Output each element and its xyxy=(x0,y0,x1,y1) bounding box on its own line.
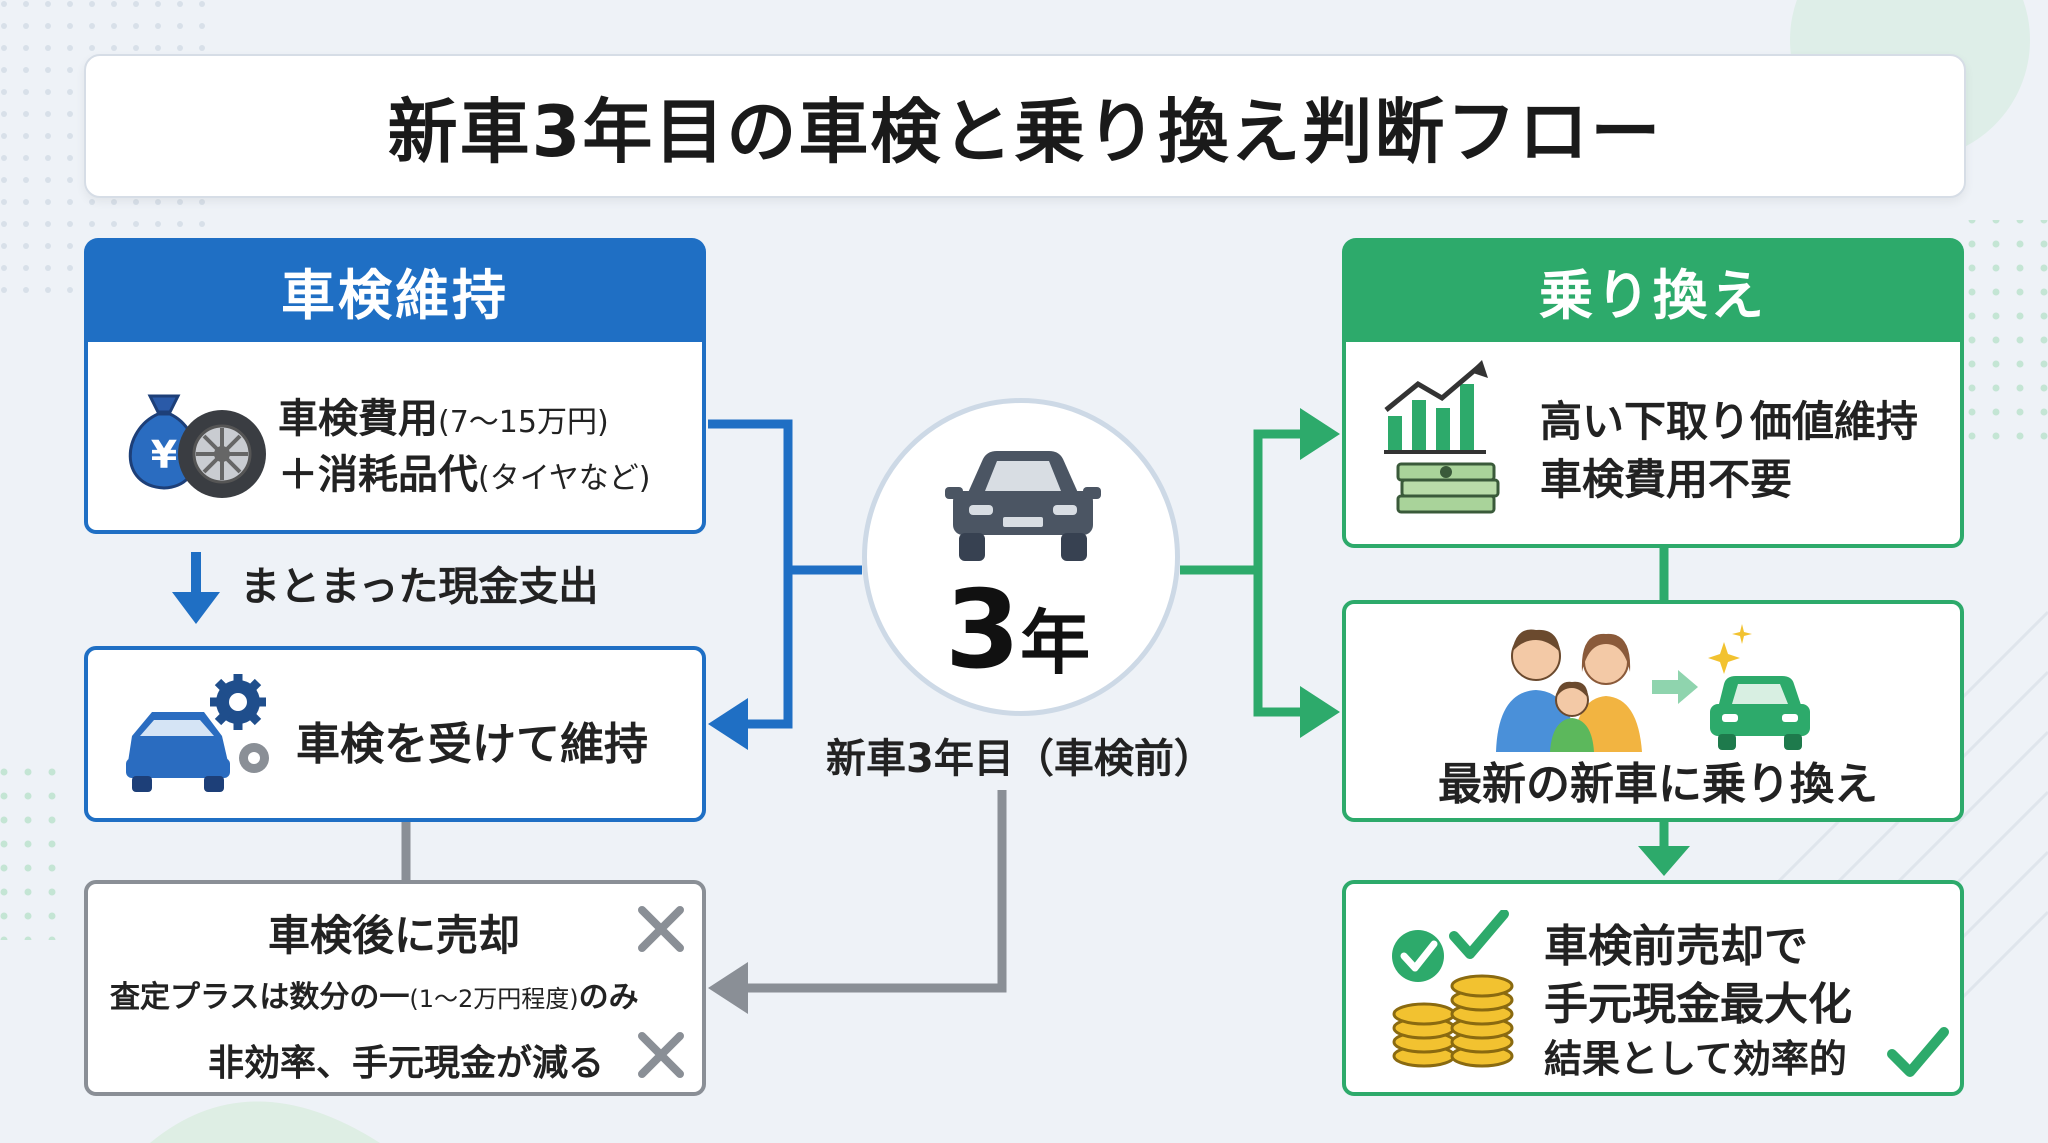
cash-outflow-label: まとまった現金支出 xyxy=(240,564,599,610)
connector-keep-arrow xyxy=(740,570,793,729)
switch-header: 乗り換え xyxy=(1342,238,1964,342)
car-gear-icon xyxy=(126,674,269,792)
cost-line1: 車検費用 xyxy=(278,396,438,442)
arrowhead-keep xyxy=(708,698,748,750)
after-sale-line2: 査定プラスは数分の一 xyxy=(110,980,410,1015)
after-sale-title: 車検後に売却 xyxy=(268,911,521,960)
trade-in-line1: 高い下取り価値維持 xyxy=(1540,397,1919,446)
center-caption: 新車3年目（車検前） xyxy=(826,736,1214,782)
switch-new-car-label: 最新の新車に乗り換え xyxy=(1438,759,1878,810)
keep-car-box: 車検を受けて維持 xyxy=(84,646,706,822)
result-line1: 車検前売却で xyxy=(1544,921,1808,972)
keep-car-label: 車検を受けて維持 xyxy=(296,719,648,770)
maximize-cash-box: 車検前売却で 手元現金最大化 結果として効率的 xyxy=(1342,880,1964,1096)
tire-icon xyxy=(178,410,266,498)
down-arrow-head xyxy=(172,592,220,624)
cross-icon xyxy=(638,1032,684,1078)
money-bag-yen-icon: ¥ xyxy=(128,394,198,490)
years-unit: 年 xyxy=(1020,602,1091,684)
connector-to-right xyxy=(1180,429,1300,575)
after-sale-line3: 非効率、手元現金が減る xyxy=(208,1043,605,1084)
title-box: 新車3年目の車検と乗り換え判断フロー xyxy=(84,54,1966,198)
arrowhead-right-switch xyxy=(1300,686,1340,738)
arrowhead-right-top xyxy=(1300,408,1340,460)
check-icon xyxy=(1887,1027,1949,1077)
arrowhead-result xyxy=(1638,846,1690,876)
diagram-title: 新車3年目の車検と乗り換え判断フロー xyxy=(387,90,1663,173)
trade-in-line2: 車検費用不要 xyxy=(1540,455,1793,504)
years-number: 3 xyxy=(945,568,1021,693)
svg-text:¥: ¥ xyxy=(151,433,177,477)
result-line3: 結果として効率的 xyxy=(1544,1037,1847,1081)
after-sale-line2-note: (1〜2万円程度) xyxy=(409,985,579,1013)
connector-to-keep xyxy=(708,419,862,575)
car-front-icon xyxy=(945,451,1101,561)
arrowhead-after-sale xyxy=(708,962,748,1014)
coins-check-icon xyxy=(1392,910,1514,1068)
connector-to-switch xyxy=(1253,570,1300,717)
cost-line2: ＋消耗品代 xyxy=(278,452,478,498)
chart-money-icon xyxy=(1384,360,1500,514)
sell-after-inspection-box: 車検後に売却 査定プラスは数分の一(1〜2万円程度)のみ 非効率、手元現金が減る xyxy=(84,880,706,1096)
switch-new-car-box: 最新の新車に乗り換え xyxy=(1342,600,1964,822)
family-new-car-icon xyxy=(1496,624,1810,752)
three-year-circle: 3年 xyxy=(862,398,1180,716)
cost-line1-note: (7〜15万円) xyxy=(438,405,609,440)
cross-icon xyxy=(638,906,684,952)
keep-header: 車検維持 xyxy=(84,238,706,342)
trade-in-value-box: 高い下取り価値維持 車検費用不要 xyxy=(1342,338,1964,548)
inspection-cost-box: ¥ 車検費用(7〜15万円) ＋消耗品代(タイヤなど) xyxy=(84,338,706,534)
connector-to-after-sale xyxy=(742,790,1007,993)
result-line2: 手元現金最大化 xyxy=(1544,979,1852,1030)
after-sale-line2-tail: のみ xyxy=(578,980,639,1015)
cost-line2-note: (タイヤなど) xyxy=(478,461,651,496)
